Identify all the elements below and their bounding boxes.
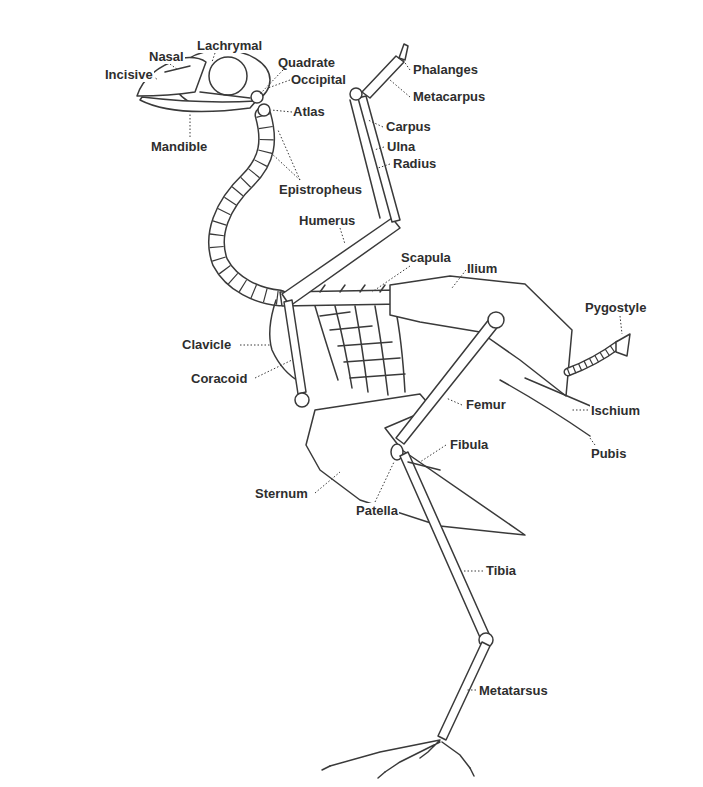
part-label: Quadrate	[277, 55, 336, 70]
part-label: Femur	[465, 397, 507, 412]
part-label: Ischium	[590, 403, 641, 418]
part-label: Metacarpus	[412, 89, 486, 104]
part-label: Metatarsus	[478, 683, 549, 698]
part-label: Epistropheus	[278, 182, 363, 197]
part-label: Clavicle	[181, 337, 232, 352]
part-label: Phalanges	[412, 62, 479, 77]
part-label: Fibula	[449, 437, 489, 452]
part-label: Ilium	[466, 261, 498, 276]
part-label: Patella	[355, 503, 399, 518]
part-label: Humerus	[298, 213, 356, 228]
part-label: Nasal	[148, 49, 185, 64]
part-label: Pygostyle	[584, 300, 647, 315]
part-label: Occipital	[290, 72, 347, 87]
part-label: Ulna	[386, 139, 416, 154]
part-label: Incisive	[104, 67, 154, 82]
part-label: Scapula	[400, 250, 452, 265]
part-label: Tibia	[485, 563, 517, 578]
part-label: Coracoid	[190, 371, 248, 386]
part-label: Sternum	[254, 486, 309, 501]
part-label: Pubis	[590, 446, 627, 461]
part-label: Carpus	[385, 119, 432, 134]
part-label: Radius	[392, 156, 437, 171]
part-label: Mandible	[150, 139, 208, 154]
part-label: Lachrymal	[196, 38, 263, 53]
part-label: Atlas	[292, 104, 326, 119]
